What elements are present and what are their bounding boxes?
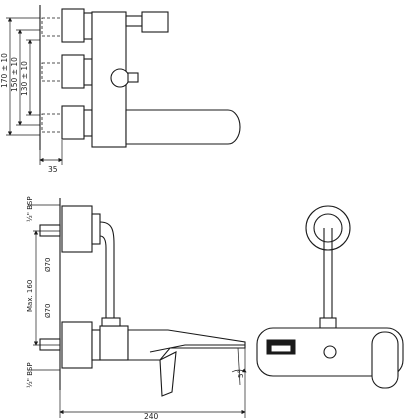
- lever-side: [159, 351, 177, 397]
- riser-pipe-inner: [99, 235, 107, 318]
- front-connector: [319, 317, 337, 329]
- max-height-label: Max. 160: [26, 280, 34, 312]
- dia-bottom-label: Ø70: [44, 304, 52, 318]
- dim-35-label: 35: [48, 165, 58, 174]
- dim-170-label: 170 ± 10: [0, 53, 9, 88]
- dim-130-label: 130 ± 10: [20, 61, 29, 96]
- front-diverter-knob: [323, 345, 337, 359]
- dim-240-label: 240: [144, 412, 159, 420]
- bottom-inlet: [41, 105, 93, 140]
- side-view: ½" BSP Ø70 Max. 160 Ø70 ½" BSP 5° 240: [26, 196, 247, 420]
- front-lever: [371, 331, 399, 389]
- dim-150-label: 150 ± 10: [10, 57, 19, 92]
- handle-knob-plan: [141, 11, 169, 33]
- diverter-plan: [110, 68, 130, 88]
- bsp-bottom-label: ½" BSP: [26, 362, 34, 388]
- dia-top-label: Ø70: [44, 258, 52, 272]
- bottom-rosette: [39, 321, 101, 369]
- top-view: 170 ± 10 150 ± 10 130 ± 10: [0, 5, 241, 174]
- bsp-top-label: ½" BSP: [26, 196, 34, 222]
- handle-stem-plan: [125, 15, 143, 27]
- connector-side: [101, 317, 121, 327]
- riser-pipe-outer: [99, 221, 115, 318]
- top-inlet: [41, 8, 93, 43]
- front-view: [256, 205, 404, 389]
- spout-plan: [125, 109, 241, 145]
- angle-label: 5°: [237, 370, 245, 378]
- middle-inlet: [41, 54, 93, 89]
- top-rosette: [39, 205, 101, 253]
- mixer-body-side: [99, 325, 129, 361]
